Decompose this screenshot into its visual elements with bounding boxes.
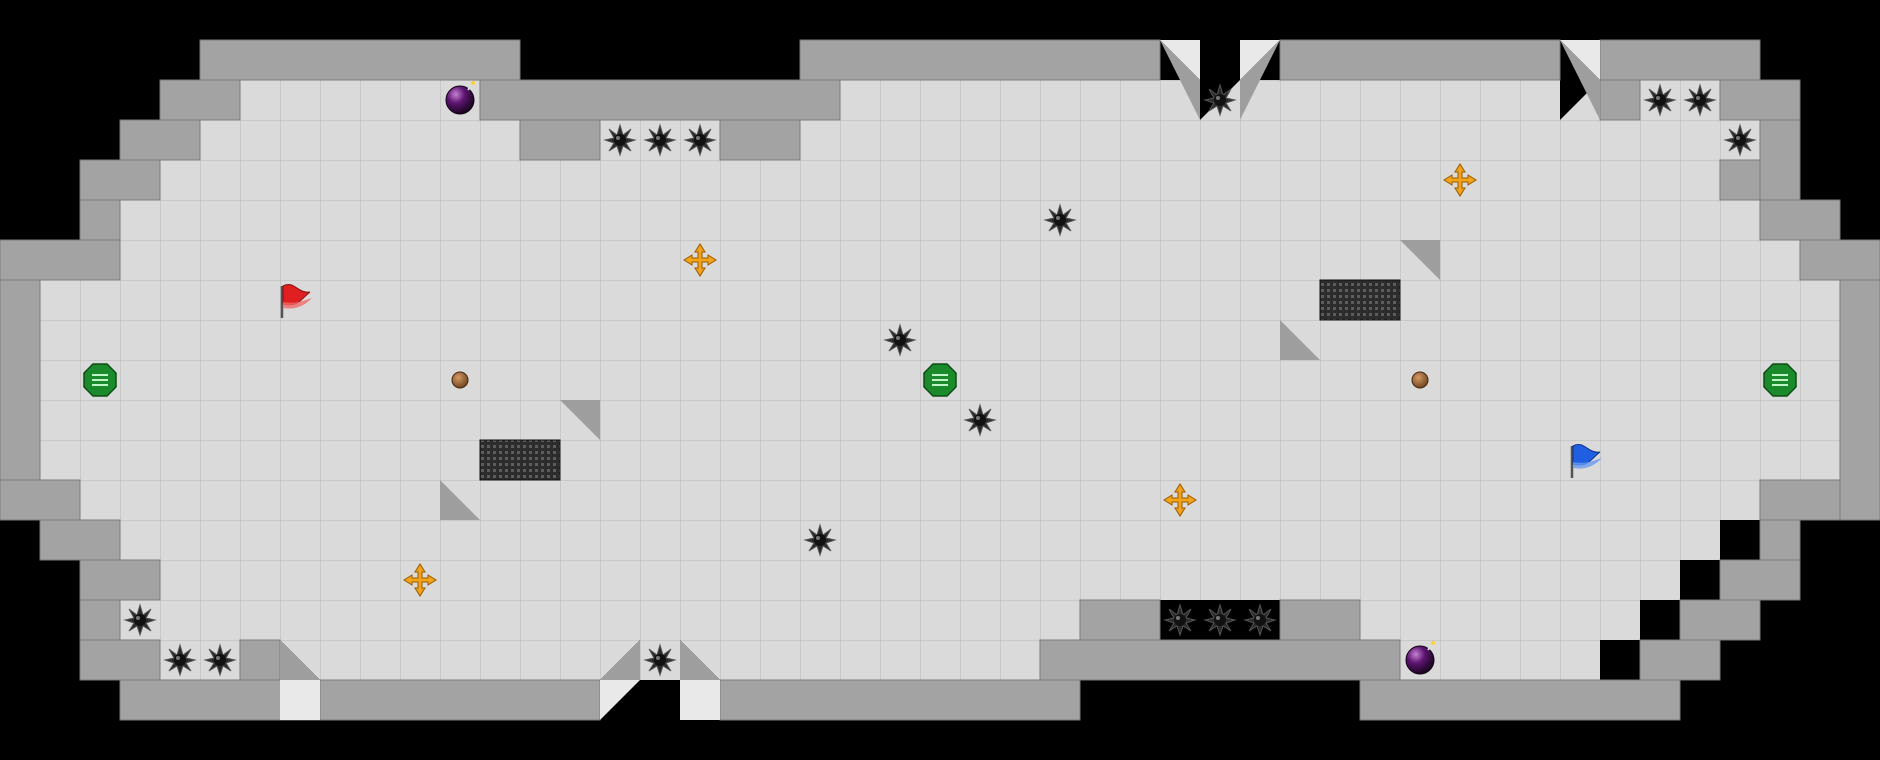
spike-mine-icon: [644, 124, 676, 156]
spike-mine-icon: [164, 644, 196, 676]
spike-mine-icon: [124, 604, 156, 636]
spike-mine-icon: [1044, 204, 1076, 236]
spike-mine-icon: [804, 524, 836, 556]
spike-mine-icon: [644, 644, 676, 676]
portal-icon: [923, 363, 957, 397]
gate-grate-icon: [1319, 279, 1401, 321]
spike-mine-icon: [1684, 84, 1716, 116]
spike-mine-icon: [1164, 604, 1196, 636]
blue-flag-icon: [1570, 444, 1602, 478]
spike-mine-icon: [204, 644, 236, 676]
portal-icon: [83, 363, 117, 397]
spike-mine-icon: [684, 124, 716, 156]
walls: [0, 39, 1880, 721]
bomb-icon: [445, 81, 475, 115]
button-icon: [451, 371, 469, 389]
spike-mine-icon: [1724, 124, 1756, 156]
spike-mine-icon: [884, 324, 916, 356]
spike-mine-icon: [1204, 84, 1236, 116]
spike-mine-icon: [964, 404, 996, 436]
portal-icon: [1763, 363, 1797, 397]
ramps: [280, 40, 1600, 720]
spike-mine-icon: [1204, 604, 1236, 636]
button-icon: [1411, 371, 1429, 389]
bomb-icon: [1405, 641, 1435, 675]
spike-mine-icon: [1244, 604, 1276, 636]
spike-mine-icon: [604, 124, 636, 156]
spike-mine-icon: [1644, 84, 1676, 116]
gate-grate-icon: [479, 439, 561, 481]
red-flag-icon: [280, 284, 312, 318]
